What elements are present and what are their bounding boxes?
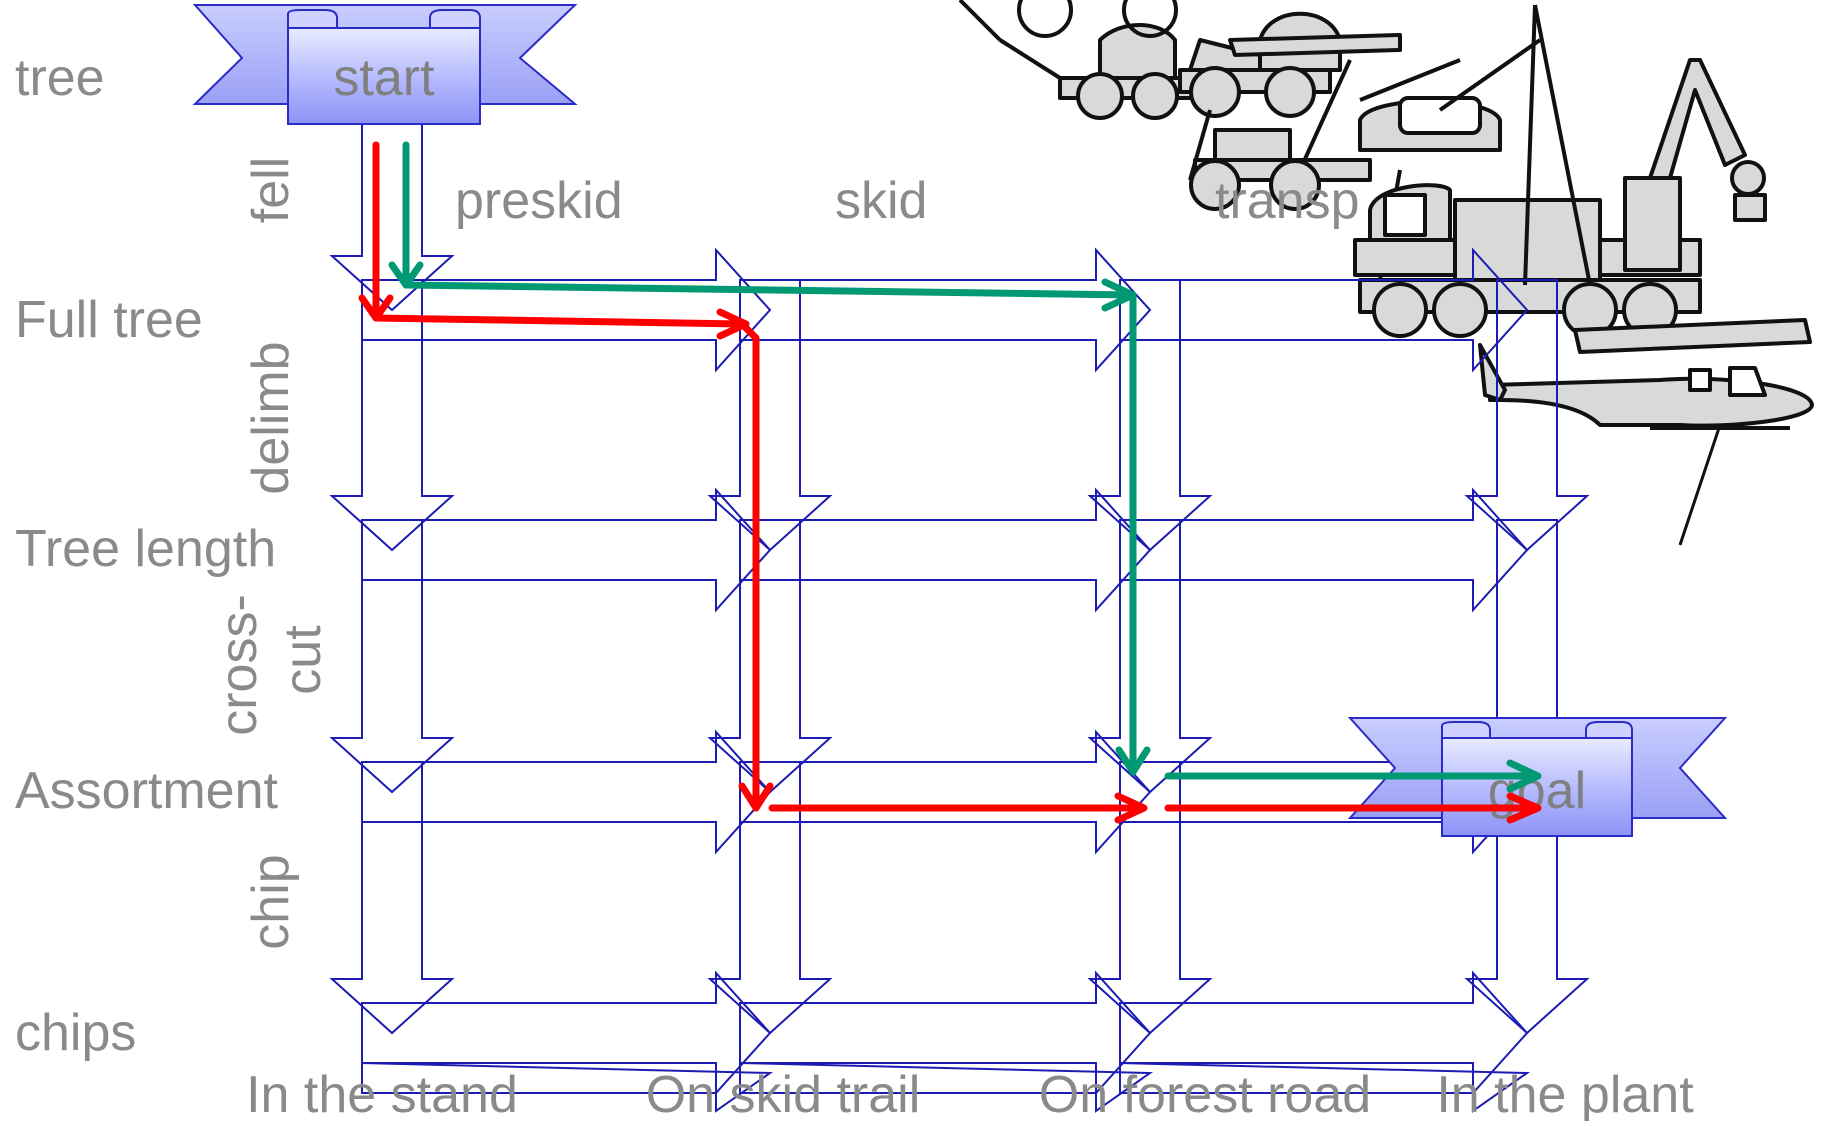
green-route	[402, 141, 1137, 776]
block-arrow-down-c1-r1	[707, 519, 833, 794]
red-arrowhead-right-2	[1114, 792, 1148, 824]
location-label-on-skid-trail: On skid trail	[646, 1066, 921, 1121]
block-arrow-right-r1-c0	[361, 487, 772, 613]
process-label-crosscut-2: cut	[274, 625, 332, 695]
block-arrow-down-c2-r0	[1087, 279, 1213, 552]
block-arrow-fell	[329, 119, 455, 312]
harvester-icon	[1178, 11, 1402, 181]
skidder-icon	[1189, 58, 1461, 281]
red-arrowhead-down-1	[358, 294, 394, 322]
location-label-in-the-stand: In the stand	[246, 1066, 518, 1121]
red-route	[372, 141, 760, 812]
process-label-delimb: delimb	[242, 341, 300, 494]
route-arrowheads	[358, 261, 1542, 824]
forwarder-icon	[958, 0, 1202, 120]
red-arrowhead-down-2	[738, 782, 774, 812]
green-arrowhead-down-1	[388, 261, 424, 289]
forest-machinery-illustration	[958, 0, 1814, 546]
location-labels: In the stand On skid trail On forest roa…	[246, 1066, 1694, 1124]
row-labels: tree Full tree Tree length Assortment ch…	[15, 49, 279, 1062]
block-arrow-base-c2	[1119, 1061, 1531, 1113]
timber-truck-icon	[1353, 4, 1767, 338]
process-label-fell: fell	[242, 157, 300, 223]
green-arrowhead-right-1	[1101, 278, 1137, 312]
transport-labels: preskid skid transp	[455, 172, 1360, 230]
row-label-tree: tree	[15, 49, 105, 107]
process-labels: fell delimb cross- cut chip	[210, 157, 332, 950]
red-arrowhead-right-1	[716, 308, 750, 340]
transport-label-skid: skid	[835, 172, 927, 230]
block-arrow-down-c0-r2	[329, 761, 455, 1035]
block-arrow-down-c2-r2	[1087, 761, 1213, 1035]
transport-label-transp: transp	[1215, 172, 1360, 230]
green-arrowhead-down-2	[1115, 746, 1151, 776]
goal-banner-body	[1441, 737, 1633, 837]
green-arrowhead-right-2	[1506, 759, 1542, 793]
start-banner-body	[287, 27, 481, 125]
block-arrow-down-c1-r2	[707, 761, 833, 1035]
start-banner-label: start	[333, 49, 435, 107]
location-label-on-forest-road: On forest road	[1039, 1066, 1371, 1121]
goal-banner-scroll	[1441, 721, 1633, 739]
location-label-in-the-plant: In the plant	[1436, 1066, 1694, 1121]
row-label-assortment: Assortment	[15, 762, 279, 820]
row-label-tree-length: Tree length	[15, 520, 276, 578]
block-arrow-right-r2-c1	[739, 729, 1152, 855]
start-banner: start	[192, 4, 578, 125]
block-arrow-right-r1-c1	[739, 487, 1152, 613]
block-arrow-right-r0-c1	[739, 247, 1152, 373]
block-arrow-base-c0	[361, 1061, 774, 1113]
block-arrow-right-r2-c0	[361, 729, 772, 855]
red-arrowhead-right-3	[1506, 792, 1542, 824]
block-arrow-right-r0-c0	[361, 247, 772, 373]
goal-banner: goal	[1347, 717, 1728, 837]
row-label-chips: chips	[15, 1004, 136, 1062]
block-arrow-right-r3-c2	[1119, 970, 1529, 1096]
process-label-chip: chip	[242, 854, 300, 949]
transport-label-preskid: preskid	[455, 172, 623, 230]
process-label-crosscut-1: cross-	[210, 594, 268, 736]
block-arrow-right-r0-c2	[1119, 247, 1529, 373]
row-label-full-tree: Full tree	[15, 291, 203, 349]
start-banner-scroll	[287, 9, 481, 29]
routes	[358, 141, 1542, 824]
block-arrow-base-c1	[739, 1061, 1154, 1113]
block-arrow-down-c0-r1	[329, 519, 455, 794]
block-arrow-right-r1-c2	[1119, 487, 1529, 613]
helicopter-icon	[1478, 318, 1814, 546]
